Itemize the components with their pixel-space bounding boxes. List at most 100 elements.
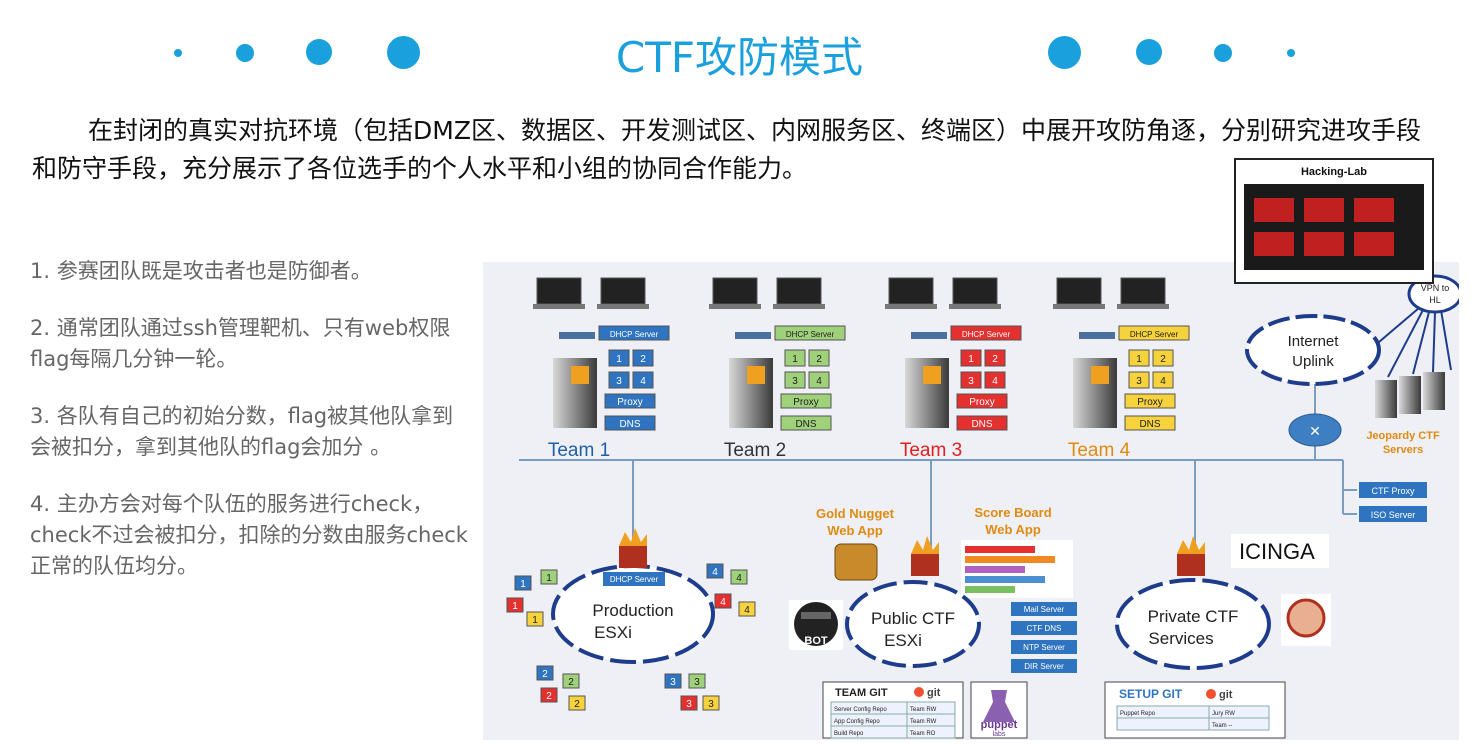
team-service-label: 3 bbox=[616, 376, 622, 387]
team-service-box bbox=[608, 371, 630, 389]
flag-label: 2 bbox=[574, 699, 580, 710]
team-service-label: 2 bbox=[816, 354, 822, 365]
setup-git-title: SETUP GIT bbox=[1119, 687, 1183, 701]
flag-square bbox=[540, 569, 558, 585]
flag-square bbox=[536, 665, 554, 681]
team-service-label: 2 bbox=[640, 354, 646, 365]
laptop-icon bbox=[776, 277, 822, 305]
laptop-icon bbox=[888, 277, 934, 305]
public-ctf-cloud: Public CTF ESXi bbox=[845, 580, 981, 668]
laptop-base bbox=[1053, 304, 1105, 309]
public-service-box bbox=[1011, 602, 1077, 616]
team-service-label: 2 bbox=[1160, 354, 1166, 365]
team-service-label: DHCP Server bbox=[962, 330, 1011, 339]
laptop-base bbox=[773, 304, 825, 309]
jeopardy-servers-icon bbox=[1375, 372, 1445, 418]
laptop-base bbox=[533, 304, 585, 309]
public-service-label: DIR Server bbox=[1024, 662, 1064, 671]
team-service-box bbox=[608, 349, 630, 367]
flag-label: 2 bbox=[542, 669, 548, 680]
team-service-label: 1 bbox=[616, 354, 622, 365]
bot-label: BOT bbox=[804, 635, 828, 647]
laptop-base bbox=[597, 304, 649, 309]
switch-icon bbox=[911, 332, 947, 339]
public-ctf-label: Public CTF bbox=[871, 609, 955, 628]
switch-icon bbox=[735, 332, 771, 339]
puppet-sub-label: labs bbox=[993, 731, 1006, 738]
firewall-icon bbox=[911, 536, 939, 576]
public-service-box bbox=[1011, 621, 1077, 635]
team-service-box bbox=[632, 371, 654, 389]
public-service-label: NTP Server bbox=[1023, 643, 1065, 652]
team-service-box bbox=[604, 415, 656, 431]
vmware-icon bbox=[1091, 366, 1109, 384]
team-service-label: 1 bbox=[968, 354, 974, 365]
icinga-logo bbox=[1231, 534, 1329, 568]
decor-dot bbox=[306, 39, 332, 65]
git-row-access: Jury RW bbox=[1212, 711, 1235, 717]
team-label: Team 2 bbox=[724, 440, 786, 461]
team-service-box bbox=[774, 325, 846, 341]
laptop-base bbox=[949, 304, 1001, 309]
team-service-label: DNS bbox=[619, 419, 640, 430]
team-service-box bbox=[984, 349, 1006, 367]
team-service-box bbox=[1124, 415, 1176, 431]
team-service-box bbox=[780, 415, 832, 431]
icinga-label: ICINGA bbox=[1239, 539, 1315, 564]
production-dhcp-label: DHCP Server bbox=[610, 575, 659, 584]
team-service-box bbox=[1128, 349, 1150, 367]
internet-label: Internet bbox=[1288, 333, 1340, 350]
production-dhcp-box bbox=[603, 572, 665, 586]
public-service-box bbox=[1011, 640, 1077, 654]
flag-square bbox=[664, 673, 682, 689]
git-icon bbox=[1206, 689, 1216, 699]
team-service-box bbox=[956, 415, 1008, 431]
iso-server-box bbox=[1359, 506, 1427, 522]
team-service-label: Proxy bbox=[1137, 397, 1163, 408]
team-service-box bbox=[956, 393, 1008, 409]
gold-nugget-label: Web App bbox=[827, 523, 883, 538]
git-row-cell bbox=[1208, 717, 1270, 731]
flag-square bbox=[506, 597, 524, 613]
team-service-label: 4 bbox=[816, 376, 822, 387]
team-service-label: DHCP Server bbox=[786, 330, 835, 339]
iso-server-label: ISO Server bbox=[1371, 510, 1416, 520]
private-ctf-label: Private CTF bbox=[1148, 607, 1239, 626]
team-service-box bbox=[1128, 371, 1150, 389]
git-row-cell bbox=[1116, 717, 1210, 731]
flag-label: 3 bbox=[686, 699, 692, 710]
point-item: 1. 参赛团队既是攻击者也是防御者。 bbox=[30, 259, 372, 283]
ctf-proxy-label: CTF Proxy bbox=[1371, 486, 1415, 496]
git-row-repo: Server Config Repo bbox=[834, 707, 887, 713]
flag-square bbox=[514, 575, 532, 591]
team-label: Team 3 bbox=[900, 440, 962, 461]
git-row-repo: App Config Repo bbox=[834, 719, 880, 725]
score-board-label: Web App bbox=[985, 522, 1041, 537]
team-service-label: 4 bbox=[1160, 376, 1166, 387]
jeopardy-label: Servers bbox=[1383, 444, 1423, 456]
hacking-lab-screenshot: Hacking-Lab bbox=[1234, 158, 1434, 284]
team-service-label: Proxy bbox=[793, 397, 819, 408]
team-service-box bbox=[780, 393, 832, 409]
flag-square bbox=[706, 563, 724, 579]
hacking-lab-title: Hacking-Lab bbox=[1300, 166, 1367, 178]
laptop-icon bbox=[1056, 277, 1102, 305]
puppet-logo: puppet labs bbox=[970, 681, 1028, 739]
private-ctf-cloud: Private CTF Services bbox=[1115, 578, 1271, 670]
flag-label: 2 bbox=[568, 677, 574, 688]
flag-label: 1 bbox=[512, 601, 518, 612]
page-title: CTF攻防模式 bbox=[615, 33, 864, 82]
team-service-label: Proxy bbox=[617, 397, 643, 408]
git-row-repo: Puppet Repo bbox=[1120, 711, 1156, 717]
team-service-label: DNS bbox=[971, 419, 992, 430]
git-row-cell bbox=[906, 725, 956, 739]
team-git-title: TEAM GIT bbox=[835, 687, 888, 699]
svg-text:✕: ✕ bbox=[1309, 423, 1321, 439]
git-row-access: Team -- bbox=[1212, 723, 1232, 729]
team-service-label: DHCP Server bbox=[1130, 330, 1179, 339]
public-service-label: Mail Server bbox=[1024, 605, 1065, 614]
